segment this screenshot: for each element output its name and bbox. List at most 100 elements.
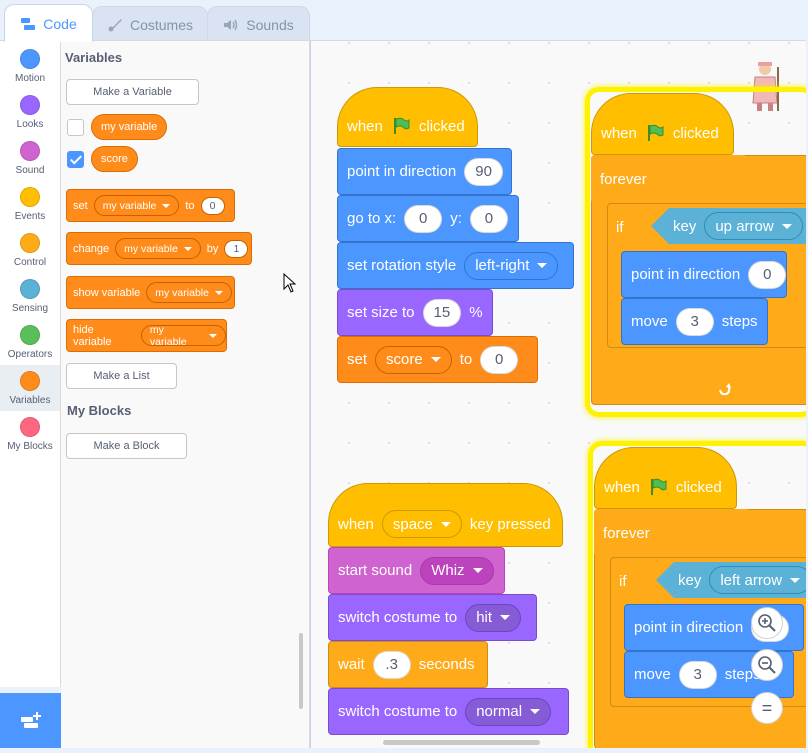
category-operators[interactable]: Operators bbox=[0, 319, 60, 365]
set-label: set bbox=[347, 351, 368, 368]
if-label: if bbox=[616, 218, 624, 236]
direction-input[interactable]: 0 bbox=[748, 260, 787, 289]
zoom-reset-button[interactable]: = bbox=[751, 692, 783, 724]
tab-code[interactable]: Code bbox=[4, 4, 93, 42]
when-flag-clicked-hat-3[interactable]: when clicked bbox=[594, 447, 737, 509]
sound-dot-icon bbox=[20, 141, 40, 161]
steps-label: steps bbox=[721, 313, 758, 330]
costume-dropdown[interactable]: hit bbox=[465, 603, 522, 632]
make-list-button[interactable]: Make a List bbox=[66, 363, 177, 389]
start-sound-block[interactable]: start sound Whiz bbox=[328, 547, 505, 594]
set-variable-block[interactable]: set my variable to 0 bbox=[66, 189, 235, 222]
brush-icon bbox=[108, 18, 122, 31]
change-label: change bbox=[73, 242, 110, 255]
editor-tabs: Code Costumes Sounds bbox=[0, 0, 808, 42]
move-label: move bbox=[631, 313, 668, 330]
x-input[interactable]: 0 bbox=[404, 204, 443, 233]
when-key-pressed-hat[interactable]: when space key pressed bbox=[328, 483, 563, 547]
category-variables[interactable]: Variables bbox=[0, 365, 60, 411]
set-to-label: to bbox=[459, 351, 473, 368]
score-variable-dropdown[interactable]: score bbox=[375, 345, 452, 374]
zoom-out-icon bbox=[758, 656, 776, 674]
palette-scrollbar[interactable] bbox=[299, 633, 303, 709]
my-variable-reporter[interactable]: my variable bbox=[91, 114, 168, 140]
score-reporter[interactable]: score bbox=[91, 146, 138, 172]
when-label: when bbox=[347, 117, 383, 135]
category-motion[interactable]: Motion bbox=[0, 43, 60, 89]
category-sound[interactable]: Sound bbox=[0, 135, 60, 181]
tab-sounds[interactable]: Sounds bbox=[207, 6, 310, 42]
change-value-input[interactable]: 1 bbox=[224, 239, 249, 258]
category-my-blocks[interactable]: My Blocks bbox=[0, 411, 60, 457]
point-label: point in direction bbox=[347, 163, 457, 180]
make-block-button[interactable]: Make a Block bbox=[66, 433, 187, 459]
point-in-direction-block-2[interactable]: point in direction 0 bbox=[621, 251, 787, 298]
go-to-xy-block[interactable]: go to x: 0 y: 0 bbox=[337, 195, 519, 242]
switch-costume-block-2[interactable]: switch costume to normal bbox=[328, 688, 569, 735]
category-looks[interactable]: Looks bbox=[0, 89, 60, 135]
direction-input[interactable]: 90 bbox=[464, 157, 503, 186]
show-variable-block[interactable]: show variable my variable bbox=[66, 276, 235, 309]
steps-input[interactable]: 3 bbox=[675, 307, 714, 336]
key-pressed-sensing[interactable]: key up arrow bbox=[651, 208, 806, 244]
category-control[interactable]: Control bbox=[0, 227, 60, 273]
add-extension-button[interactable] bbox=[0, 693, 61, 748]
my-blocks-dot-icon bbox=[20, 417, 40, 437]
mouse-cursor-icon bbox=[283, 273, 297, 293]
category-events[interactable]: Events bbox=[0, 181, 60, 227]
running-script-glow-2 bbox=[588, 441, 806, 748]
make-variable-button[interactable]: Make a Variable bbox=[66, 79, 199, 105]
move-steps-block[interactable]: move 3 steps bbox=[621, 298, 768, 345]
wait-block[interactable]: wait .3 seconds bbox=[328, 641, 488, 688]
y-input[interactable]: 0 bbox=[469, 204, 508, 233]
key-pressed-sensing-2[interactable]: key left arrow bbox=[656, 562, 806, 598]
my-variable-checkbox[interactable] bbox=[67, 119, 84, 136]
key-dropdown[interactable]: up arrow bbox=[704, 212, 803, 240]
hat-key-dropdown[interactable]: space bbox=[381, 510, 462, 538]
rotation-style-dropdown[interactable]: left-right bbox=[464, 251, 559, 280]
change-variable-dropdown[interactable]: my variable bbox=[115, 238, 201, 259]
costume-dropdown[interactable]: normal bbox=[465, 697, 552, 726]
hide-variable-block[interactable]: hide variable my variable bbox=[66, 319, 227, 352]
forever-label: forever bbox=[603, 524, 650, 542]
set-score-block[interactable]: set score to 0 bbox=[337, 336, 538, 383]
sound-dropdown[interactable]: Whiz bbox=[420, 556, 494, 585]
category-sensing[interactable]: Sensing bbox=[0, 273, 60, 319]
switch-costume-block[interactable]: switch costume to hit bbox=[328, 594, 537, 641]
score-checkbox[interactable] bbox=[67, 151, 84, 168]
zoom-out-button[interactable] bbox=[751, 649, 783, 681]
sensing-dot-icon bbox=[20, 279, 40, 299]
workspace-horizontal-scrollbar[interactable] bbox=[383, 740, 540, 745]
change-variable-block[interactable]: change my variable by 1 bbox=[66, 232, 252, 265]
set-size-block[interactable]: set size to 15 % bbox=[337, 289, 493, 336]
when-flag-clicked-hat-2[interactable]: when clicked bbox=[591, 93, 734, 155]
set-variable-dropdown[interactable]: my variable bbox=[93, 195, 180, 216]
category-label: Looks bbox=[16, 119, 44, 130]
tab-costumes[interactable]: Costumes bbox=[92, 6, 208, 42]
if-header-2: if bbox=[610, 559, 640, 603]
green-flag-icon bbox=[393, 117, 410, 134]
rotation-label: set rotation style bbox=[347, 257, 457, 274]
steps-input[interactable]: 3 bbox=[678, 660, 717, 689]
script-area[interactable]: when clicked point in direction 90 go to… bbox=[310, 40, 806, 748]
green-flag-icon bbox=[650, 478, 667, 495]
category-label: Operators bbox=[7, 349, 53, 360]
set-value-input[interactable]: 0 bbox=[480, 345, 519, 374]
move-label: move bbox=[634, 666, 671, 683]
wait-input[interactable]: .3 bbox=[372, 650, 411, 679]
clicked-label: clicked bbox=[672, 124, 719, 142]
zoom-in-button[interactable] bbox=[751, 607, 783, 639]
when-flag-clicked-hat[interactable]: when clicked bbox=[337, 87, 478, 147]
set-label: set bbox=[73, 199, 88, 212]
set-rotation-style-block[interactable]: set rotation style left-right bbox=[337, 242, 574, 289]
point-in-direction-block[interactable]: point in direction 90 bbox=[337, 148, 512, 195]
show-variable-dropdown[interactable]: my variable bbox=[146, 282, 232, 303]
clicked-label: clicked bbox=[418, 117, 465, 135]
point-label: point in direction bbox=[631, 266, 741, 283]
category-label: Events bbox=[14, 211, 46, 222]
set-value-input[interactable]: 0 bbox=[200, 196, 225, 215]
hide-variable-dropdown[interactable]: my variable bbox=[140, 324, 226, 348]
size-input[interactable]: 15 bbox=[422, 298, 462, 327]
key-dropdown[interactable]: left arrow bbox=[709, 566, 806, 594]
show-variable-label: show variable bbox=[73, 286, 141, 299]
